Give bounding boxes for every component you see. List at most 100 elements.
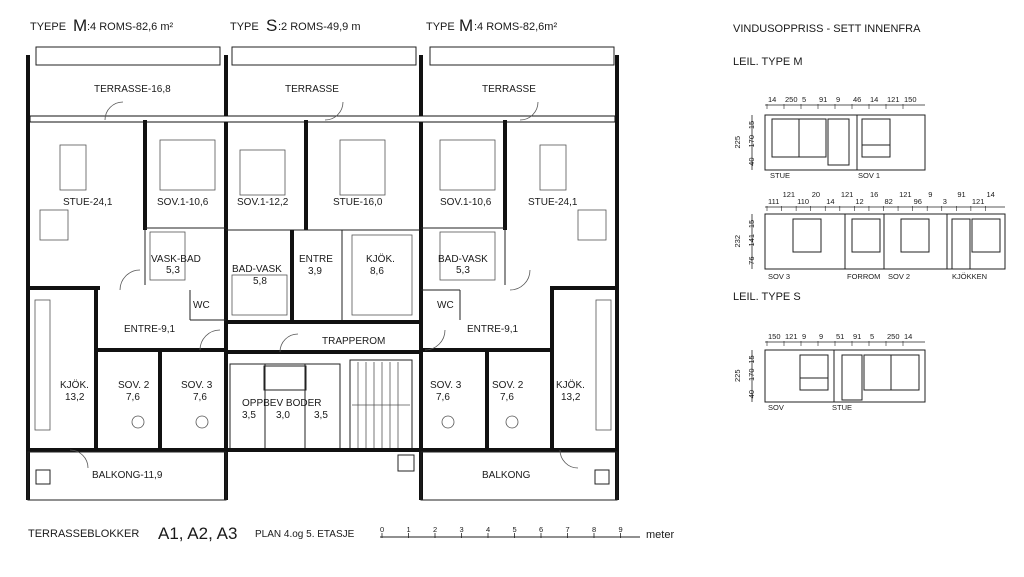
elevations-title: VINDUSOPPRISS - SETT INNENFRA xyxy=(733,23,921,35)
room-kjok-mid: KJÖK. xyxy=(366,253,395,265)
room-sov1-left: SOV.1-10,6 xyxy=(157,197,209,208)
floor-plan: TERRASSE-16,8 TERRASSE TERRASSE STUE-24,… xyxy=(26,46,619,501)
m1-side-dim-total: 225 xyxy=(733,136,742,149)
m2-top-dim-value: 110 xyxy=(797,197,809,206)
header-left-suffix: :4 ROMS-82,6 m² xyxy=(87,21,174,33)
type-m-title: LEIL. TYPE M xyxy=(733,56,803,68)
room-wc-right: WC xyxy=(437,300,454,311)
m1-top-dim-value: 46 xyxy=(853,95,861,104)
m2-label-sov2: SOV 2 xyxy=(888,272,910,281)
scale-tick-label: 0 xyxy=(380,525,384,534)
scale-tick-label: 8 xyxy=(592,525,596,534)
s1-side-dim-total: 225 xyxy=(733,369,742,382)
elevation-m2 xyxy=(751,206,1006,270)
room-wc-left: WC xyxy=(193,300,210,311)
m2-top-dim-value: 96 xyxy=(914,197,922,206)
m2-top-dim-value: 16 xyxy=(870,190,878,199)
m2-top-dim-value: 12 xyxy=(855,197,863,206)
s1-top-dim-value: 121 xyxy=(785,332,798,341)
m1-side-dim-value: 40 xyxy=(747,157,756,165)
room-badvask-mid: BAD-VASK xyxy=(232,264,282,275)
s1-label-sov: SOV xyxy=(768,403,784,412)
room-boder-area-2: 3,0 xyxy=(276,410,290,421)
scale-tick-label: 7 xyxy=(566,525,570,534)
room-kjok-left-area: 13,2 xyxy=(65,392,85,403)
header-right-letter: M xyxy=(459,16,473,35)
room-kjok-right-area: 13,2 xyxy=(561,392,581,403)
m2-top-dim-value: 14 xyxy=(826,197,834,206)
s1-top-dim-value: 14 xyxy=(904,332,912,341)
header-left-letter: M xyxy=(73,16,87,35)
type-s-title: LEIL. TYPE S xyxy=(733,291,801,303)
header-mid-letter: S xyxy=(266,16,277,35)
room-sov2-right: SOV. 2 xyxy=(492,380,524,391)
m1-top-dim-value: 5 xyxy=(802,95,806,104)
scale-tick-label: 5 xyxy=(513,525,517,534)
s1-top-dim-value: 5 xyxy=(870,332,874,341)
room-badvask-mid-area: 5,8 xyxy=(253,276,267,287)
room-balkong-left: BALKONG-11,9 xyxy=(92,470,163,481)
header-mid-suffix: :2 ROMS-49,9 m xyxy=(278,21,361,33)
room-stue-right: STUE-24,1 xyxy=(528,197,578,208)
m1-top-dim-value: 250 xyxy=(785,95,798,104)
m2-label-sov3: SOV 3 xyxy=(768,272,790,281)
room-sov2-left-area: 7,6 xyxy=(126,392,140,403)
m2-top-dim-value: 121 xyxy=(899,190,912,199)
footer-plan: PLAN 4.og 5. ETASJE xyxy=(255,529,355,540)
room-terrasse-left: TERRASSE-16,8 xyxy=(94,84,171,95)
room-sov1-right: SOV.1-10,6 xyxy=(440,197,492,208)
room-boder-area-1: 3,5 xyxy=(242,410,256,421)
s1-side-dim-value: 170 xyxy=(747,368,756,381)
s1-top-dim-value: 150 xyxy=(768,332,781,341)
room-vaskbad-left-area: 5,3 xyxy=(166,265,180,276)
s1-top-dim-value: 250 xyxy=(887,332,900,341)
m2-side-dim-value: 141 xyxy=(747,234,756,247)
m1-top-dim-value: 150 xyxy=(904,95,917,104)
s1-top-dim-value: 51 xyxy=(836,332,844,341)
room-kjok-mid-area: 8,6 xyxy=(370,266,384,277)
room-entre-left: ENTRE-9,1 xyxy=(124,324,176,335)
m2-label-forrom: FORROM xyxy=(847,272,880,281)
m2-top-dim-value: 3 xyxy=(943,197,947,206)
elevation-s1 xyxy=(751,341,926,403)
room-sov3-right: SOV. 3 xyxy=(430,380,462,391)
scale-tick-label: 4 xyxy=(486,525,490,534)
footer-unit: meter xyxy=(646,529,674,541)
m2-top-dim-value: 121 xyxy=(972,197,985,206)
header-mid-prefix: TYPE xyxy=(230,21,259,33)
room-stue-mid: STUE-16,0 xyxy=(333,197,383,208)
footer-prefix: TERRASSEBLOKKER xyxy=(28,528,139,540)
m2-top-dim-value: 121 xyxy=(841,190,854,199)
room-balkong-right: BALKONG xyxy=(482,470,531,481)
m1-top-dim-value: 14 xyxy=(870,95,878,104)
room-trapperom: TRAPPEROM xyxy=(322,336,385,347)
m1-side-dim-value: 170 xyxy=(747,135,756,148)
m1-top-dim-value: 14 xyxy=(768,95,776,104)
room-stue-left: STUE-24,1 xyxy=(63,197,113,208)
m2-top-dim-value: 14 xyxy=(986,190,994,199)
m2-top-dim-value: 121 xyxy=(783,190,796,199)
m1-top-dim-value: 9 xyxy=(836,95,840,104)
header-right-suffix: :4 ROMS-82,6m² xyxy=(474,21,557,33)
room-badvask-right: BAD-VASK xyxy=(438,254,488,265)
room-boder: OPPBEV BODER xyxy=(242,398,321,409)
room-terrasse-mid: TERRASSE xyxy=(285,84,339,95)
scale-tick-label: 3 xyxy=(460,525,464,534)
m1-top-dim-value: 121 xyxy=(887,95,900,104)
elevation-m1 xyxy=(751,104,926,171)
room-sov2-left: SOV. 2 xyxy=(118,380,150,391)
room-kjok-left: KJÖK. xyxy=(60,379,89,391)
s1-top-dim-value: 9 xyxy=(819,332,823,341)
s1-side-dim-value: 15 xyxy=(747,355,756,363)
room-terrasse-right: TERRASSE xyxy=(482,84,536,95)
header-right-prefix: TYPE xyxy=(426,21,455,33)
m1-side-dim-value: 15 xyxy=(747,121,756,129)
m2-top-dim-value: 91 xyxy=(957,190,965,199)
m2-side-dim-value: 15 xyxy=(747,220,756,228)
scale-tick-label: 6 xyxy=(539,525,543,534)
header-left-prefix: TYEPE xyxy=(30,21,66,33)
room-sov3-right-area: 7,6 xyxy=(436,392,450,403)
m1-top-dim-value: 91 xyxy=(819,95,827,104)
